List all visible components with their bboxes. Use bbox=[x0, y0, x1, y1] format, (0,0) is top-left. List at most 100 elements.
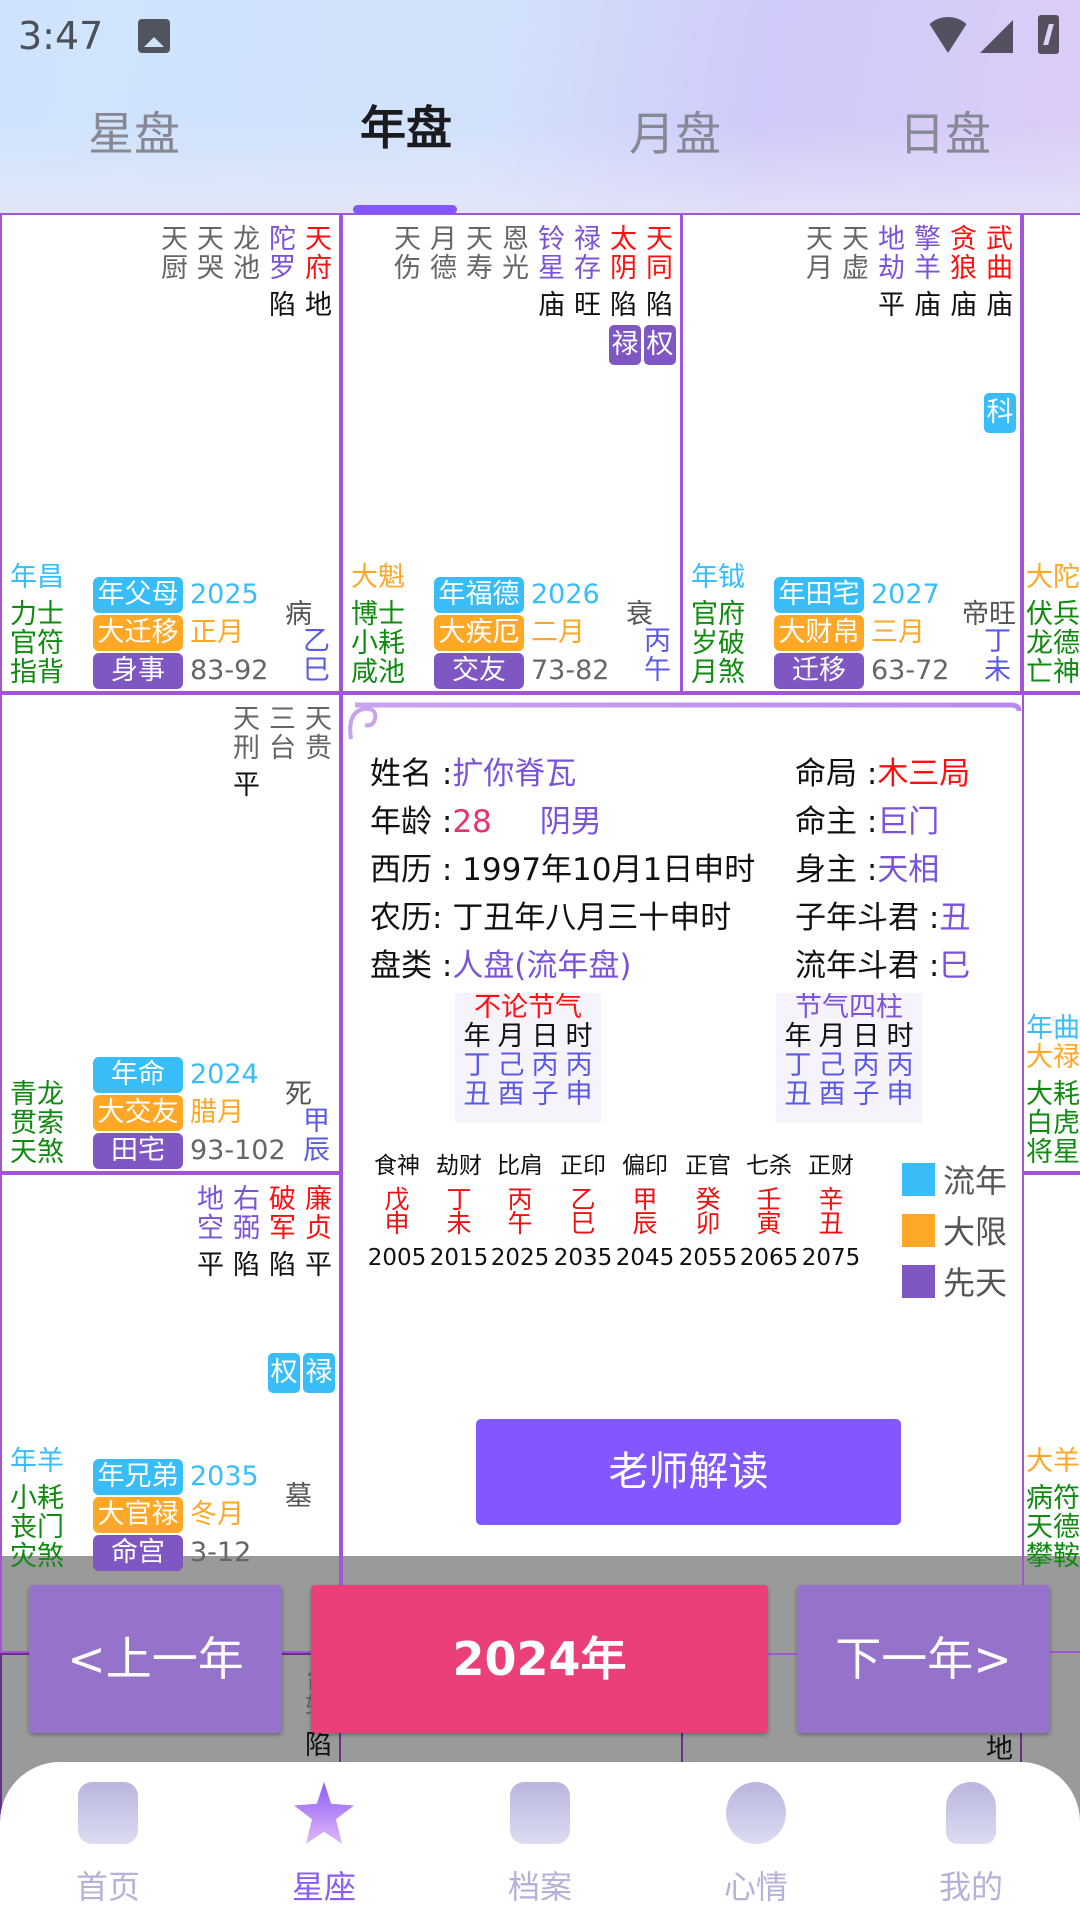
next-year-button[interactable]: 下一年> bbox=[797, 1585, 1050, 1733]
star-brightness: 庙 bbox=[914, 290, 941, 321]
star-name: 太阴 bbox=[610, 224, 637, 284]
nav-item-3[interactable]: 心情 bbox=[686, 1762, 826, 1908]
star-brightness: 平 bbox=[197, 1250, 224, 1281]
pillars-head: 年月日时 bbox=[463, 1021, 600, 1052]
ten-god-ganzhi: 丙午 bbox=[507, 1185, 533, 1238]
nav-item-2[interactable]: 档案 bbox=[470, 1762, 610, 1908]
palace-badge[interactable]: 大疾厄 bbox=[434, 615, 524, 651]
ten-god-ganzhi: 癸卯 bbox=[695, 1185, 721, 1238]
sihua-badge: 科 bbox=[984, 393, 1016, 433]
shen-label: 身主 : bbox=[795, 852, 878, 888]
star-list: 武曲庙贪狼庙擎羊庙地劫平天虚天月 bbox=[805, 225, 1014, 320]
tab-yuepan[interactable]: 月盘 bbox=[629, 107, 721, 161]
top-star-label: 大魁 bbox=[351, 562, 405, 593]
palace-cell[interactable]: 年曲大禄大耗白虎将星 bbox=[1022, 693, 1080, 1173]
shensha: 丧门 bbox=[10, 1512, 64, 1543]
star-name: 天哭 bbox=[197, 224, 224, 284]
ten-god-label: 七杀 bbox=[746, 1153, 792, 1179]
star: 地空平 bbox=[196, 1185, 225, 1280]
lunar-row: 农历: 丁丑年八月三十申时 bbox=[370, 892, 731, 937]
zinian-value: 丑 bbox=[939, 900, 971, 936]
palace-badge[interactable]: 命宫 bbox=[93, 1535, 183, 1571]
legend-daxian: 大限 bbox=[902, 1207, 1007, 1253]
palace-badge[interactable]: 迁移 bbox=[774, 653, 864, 689]
minor-stars: 大魁博士小耗咸池 bbox=[351, 563, 405, 687]
star-brightness: 陷 bbox=[305, 1730, 332, 1761]
palace-badge-value: 冬月 bbox=[190, 1499, 244, 1530]
ju-label: 命局 : bbox=[795, 756, 878, 792]
palace-badge[interactable]: 年田宅 bbox=[774, 577, 864, 613]
star-brightness: 陷 bbox=[610, 290, 637, 321]
name-label: 姓名 : bbox=[370, 756, 453, 792]
shensha-list: 青龙贯索天煞 bbox=[10, 1080, 64, 1167]
palace-cell[interactable]: 大陀伏兵龙德亡神 bbox=[1022, 213, 1080, 693]
palace-badge[interactable]: 年父母 bbox=[93, 577, 183, 613]
star-name: 地空 bbox=[197, 1184, 224, 1244]
legend-label: 流年 bbox=[943, 1162, 1008, 1200]
star-brightness: 平 bbox=[233, 770, 260, 801]
star: 天刑平 bbox=[232, 705, 261, 800]
ten-god-label: 正印 bbox=[560, 1153, 606, 1179]
star: 天同陷 bbox=[645, 225, 674, 320]
palace-badge[interactable]: 身事 bbox=[93, 653, 183, 689]
shensha: 官府 bbox=[691, 599, 745, 630]
star-name: 破军 bbox=[269, 1184, 296, 1244]
palace-badge[interactable]: 大财帛 bbox=[774, 615, 864, 651]
star-brightness: 地 bbox=[986, 1734, 1013, 1765]
minor-stars: 年昌力士官符指背 bbox=[10, 563, 64, 687]
ming-row: 命主 :巨门 bbox=[795, 796, 939, 841]
palace-badge[interactable]: 年命 bbox=[93, 1057, 183, 1093]
type-label: 盘类 : bbox=[370, 948, 453, 984]
nav-item-4[interactable]: 我的 bbox=[901, 1762, 1041, 1908]
palace-badge[interactable]: 田宅 bbox=[93, 1133, 183, 1169]
tab-xingpan[interactable]: 星盘 bbox=[88, 107, 180, 161]
palace-badge[interactable]: 年福德 bbox=[434, 577, 524, 613]
star-name: 龙池 bbox=[233, 224, 260, 284]
palace-badge[interactable]: 大官禄 bbox=[93, 1497, 183, 1533]
palace-badge-value: 73-82 bbox=[531, 655, 610, 686]
prev-year-button[interactable]: <上一年 bbox=[29, 1585, 282, 1733]
palace-badge[interactable]: 大迁移 bbox=[93, 615, 183, 651]
changsheng-state: 墓 bbox=[285, 1481, 312, 1512]
tab-ripan[interactable]: 日盘 bbox=[899, 107, 991, 161]
star-name: 廉贞 bbox=[305, 1184, 332, 1244]
shensha: 官符 bbox=[10, 628, 64, 659]
zinian-label: 子年斗君 : bbox=[795, 900, 940, 936]
shensha: 博士 bbox=[351, 599, 405, 630]
teacher-interpret-button[interactable]: 老师解读 bbox=[476, 1419, 901, 1525]
shen-row: 身主 :天相 bbox=[795, 844, 939, 889]
star-name: 天府 bbox=[305, 224, 332, 284]
shensha: 小耗 bbox=[351, 628, 405, 659]
palace-cell[interactable]: 大羊病符天德攀鞍 bbox=[1022, 1173, 1080, 1653]
legend-swatch bbox=[902, 1213, 935, 1247]
ten-god-label: 食神 bbox=[374, 1153, 420, 1179]
nav-item-0[interactable]: 首页 bbox=[38, 1762, 178, 1908]
shen-value: 天相 bbox=[877, 852, 940, 888]
star: 三台 bbox=[268, 705, 297, 800]
minor-stars: 大羊病符天德攀鞍 bbox=[1026, 1447, 1080, 1571]
ornament-border bbox=[348, 702, 1022, 740]
star-name: 恩光 bbox=[502, 224, 529, 284]
palace-badge[interactable]: 交友 bbox=[434, 653, 524, 689]
palace-badges: 年命大交友田宅 bbox=[93, 1055, 183, 1169]
star-brightness: 庙 bbox=[538, 290, 565, 321]
palace-badge[interactable]: 大交友 bbox=[93, 1095, 183, 1131]
palace-badge[interactable]: 年兄弟 bbox=[93, 1459, 183, 1495]
ten-god-ganzhi: 丁未 bbox=[446, 1185, 472, 1238]
shensha: 白虎 bbox=[1026, 1108, 1080, 1139]
current-year-button[interactable]: 2024年 bbox=[311, 1585, 768, 1733]
tab-nianpan[interactable]: 年盘 bbox=[360, 101, 452, 155]
nav-item-1[interactable]: 星座 bbox=[254, 1762, 394, 1908]
ten-god-ganzhi: 辛丑 bbox=[818, 1185, 844, 1238]
legend-xiantian: 先天 bbox=[902, 1258, 1007, 1304]
gallery-notification-icon bbox=[138, 19, 170, 53]
ten-god-label: 偏印 bbox=[622, 1153, 668, 1179]
battery-icon bbox=[1038, 15, 1059, 54]
